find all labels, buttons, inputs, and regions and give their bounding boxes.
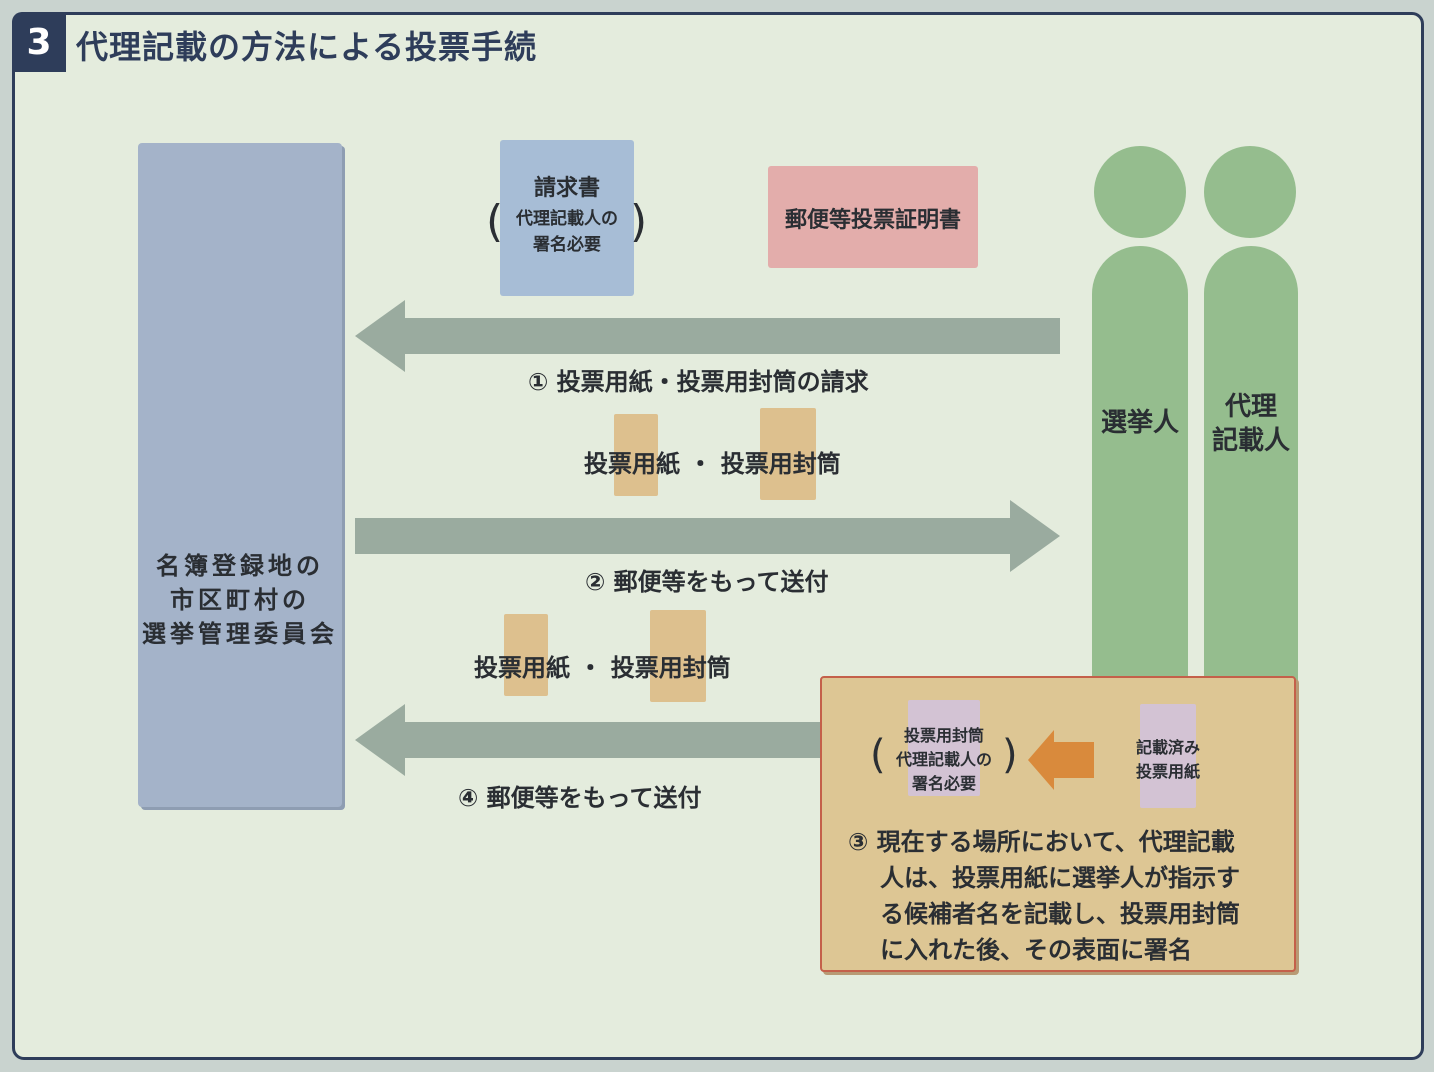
proxy-body [1204,246,1298,686]
filled-ballot-icon [1140,704,1196,808]
request-form: 請求書 代理記載人の 署名必要 [500,140,634,296]
ballot-paper-icon-return [504,614,548,696]
materials-lower-label: 投票用紙 ・ 投票用封筒 [474,654,731,682]
envelope-line-3: 署名必要 [911,774,976,793]
step1-label: ① 投票用紙・投票用封筒の請求 [528,368,869,396]
arrow-send [355,500,1060,572]
request-form-title: 請求書 [533,176,600,201]
committee-line-1: 名簿登録地の [156,552,324,580]
page-title: 代理記載の方法による投票手続 [76,28,538,66]
arrow-return [355,704,820,776]
step4-label: ④ 郵便等をもって送付 [458,784,702,812]
voter-body [1092,246,1188,686]
committee-line-3: 選挙管理委員会 [142,620,338,648]
ballot-envelope-icon-return [650,610,706,702]
step2-label: ② 郵便等をもって送付 [585,568,829,596]
arrow-request [355,300,1060,372]
filled-line-1: 記載済み [1135,738,1200,757]
filled-ballot-label: 記載済み 投票用紙 [1112,736,1224,784]
request-note-line-2: 署名必要 [533,235,601,255]
step3-description: ③ 現在する場所において、代理記載 人は、投票用紙に選挙人が指示す る候補者名を… [848,824,1278,968]
proxy-head [1204,146,1296,238]
election-committee: 名簿登録地の 市区町村の 選挙管理委員会 [138,143,342,807]
committee-line-2: 市区町村の [170,586,310,614]
certificate-label: 郵便等投票証明書 [784,208,961,233]
step3-line-1: ③ 現在する場所において、代理記載 [848,828,1235,856]
signed-envelope-icon [908,700,980,796]
left-parenthesis: ( [486,196,504,247]
ballot-envelope-icon [760,408,816,500]
postal-vote-certificate: 郵便等投票証明書 [768,166,978,268]
voter-head [1094,146,1186,238]
envelope-line-1: 投票用封筒 [903,726,984,745]
materials-upper-label: 投票用紙 ・ 投票用封筒 [584,450,841,478]
proxy-label: 代理 記載人 [1204,390,1298,458]
right-parenthesis: ) [630,196,648,247]
signed-envelope-label: 投票用封筒 代理記載人の 署名必要 [872,724,1016,796]
step3-box: 投票用封筒 代理記載人の 署名必要 ( ) 記載済み 投票用紙 ③ 現在する場所… [820,676,1296,972]
proxy-label-line-1: 代理 [1224,392,1277,422]
voter-label: 選挙人 [1100,408,1179,438]
step3-line-4: に入れた後、その表面に署名 [880,936,1192,964]
box3-left-parenthesis: ( [870,732,886,778]
step3-line-2: 人は、投票用紙に選挙人が指示す [880,864,1240,892]
committee-label: 名簿登録地の 市区町村の 選挙管理委員会 [138,549,342,651]
request-form-note: 代理記載人の 署名必要 [500,206,634,258]
step3-line-3: る候補者名を記載し、投票用封筒 [880,900,1240,928]
request-note-line-1: 代理記載人の [516,209,618,229]
section-number-badge: 3 [12,12,66,72]
envelope-line-2: 代理記載人の [895,750,992,769]
ballot-paper-icon [614,414,658,496]
box3-right-parenthesis: ) [1002,732,1018,778]
filled-line-2: 投票用紙 [1135,762,1200,781]
orange-arrow-layer [1028,730,1094,790]
insert-arrow [1028,730,1094,790]
proxy-label-line-2: 記載人 [1211,426,1290,456]
